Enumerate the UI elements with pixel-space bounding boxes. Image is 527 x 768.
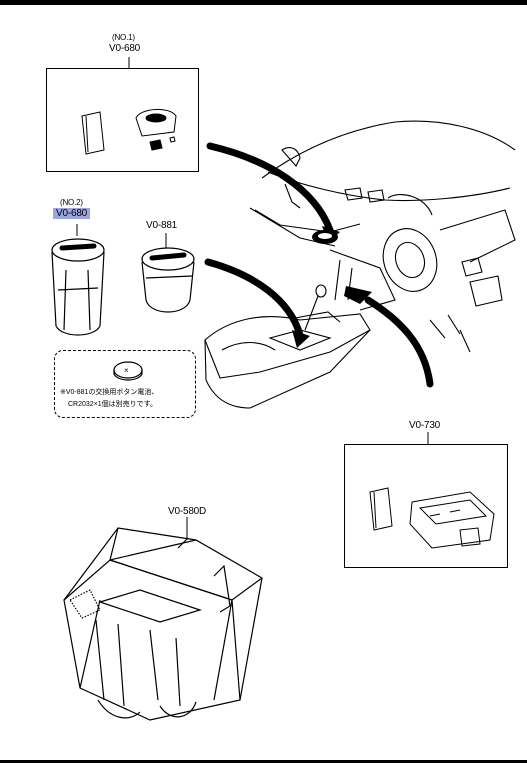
cup-881-drawing [141,247,195,313]
part-number-v0730: V0-730 [409,420,441,431]
part-number-v0580d: V0-580D [168,506,207,517]
battery-note-box [54,350,196,418]
arrow-curve-right [364,296,434,388]
arrow-curve-top [206,142,334,234]
part-number-no2-highlighted: V0-680 [53,208,91,219]
cup-680-drawing [51,238,105,336]
no1-holder-icon [135,109,177,137]
no2-tag: (NO.2) [60,198,83,207]
coin-battery-mark: × [124,366,129,375]
no1-kit-box [46,68,199,172]
dashboard-drawing [249,120,516,353]
no1-manual-icon [81,111,105,155]
no1-tag: (NO.1) [112,33,135,42]
battery-note-line2: CR2032×1個は別売りです。 [68,401,157,408]
bottom-rule [0,760,527,763]
battery-note-line1: ※V0-881の交換用ボタン電池、 [60,389,159,396]
top-rule [0,0,527,5]
bag-drawing [63,527,263,721]
arrow-head-mid [292,330,310,348]
arrow-head-right [344,286,372,304]
manual-booklet-icon [369,487,393,531]
v0730-tray-icon [409,491,495,549]
part-number-v0881: V0-881 [146,220,178,231]
part-number-no1: V0-680 [109,43,141,54]
arrow-curve-mid [204,258,304,339]
center-console-drawing [204,284,371,409]
